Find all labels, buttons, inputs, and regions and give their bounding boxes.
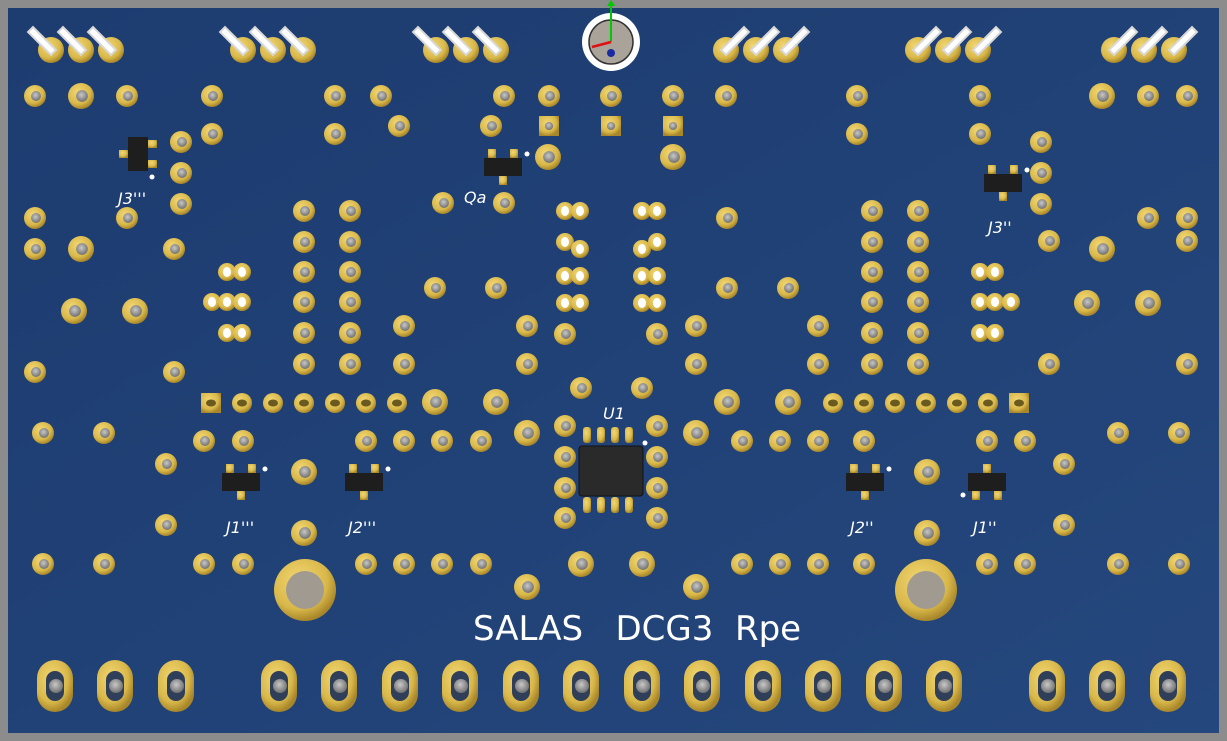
origin-axes-icon (582, 0, 640, 71)
label-j2-right: J2'' (847, 518, 874, 537)
label-j1-left: J1''' (223, 518, 254, 537)
label-j3-right: J3'' (985, 218, 1012, 237)
label-j1-right: J1'' (970, 518, 997, 537)
top-header-pins (26, 25, 1199, 63)
sot23-transistors (119, 137, 1030, 500)
ic-u1 (578, 427, 648, 513)
board-title-text: SALAS DCG3 Rpe (473, 609, 801, 649)
label-u1: U1 (603, 404, 625, 423)
bottom-connector-pads (37, 660, 1186, 712)
mounting-hole-left (274, 559, 336, 621)
label-j2-left: J2''' (345, 518, 376, 537)
through-hole-pads (24, 83, 1198, 600)
label-j3-left: J3''' (115, 189, 146, 208)
label-qa: Qa (464, 188, 486, 207)
mounting-hole-right (895, 559, 957, 621)
